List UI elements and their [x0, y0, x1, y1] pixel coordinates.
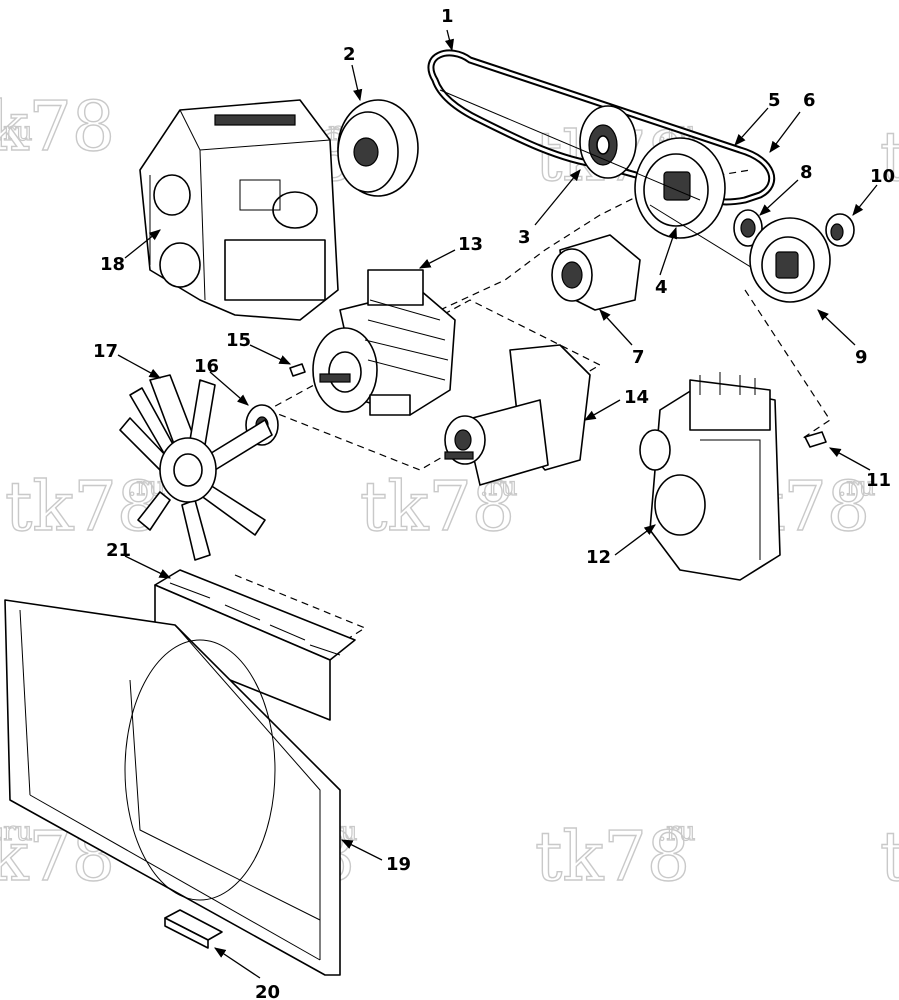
- crankshaft-pulley: [337, 99, 419, 197]
- idler-pulley: [579, 105, 637, 179]
- callout-2: 2: [343, 44, 356, 65]
- callout-1: 1: [441, 6, 454, 27]
- leader-lines: [117, 29, 878, 979]
- cooling-fan: [119, 374, 273, 561]
- shroud-bracket: [164, 909, 223, 949]
- callout-10: 10: [870, 166, 895, 187]
- callout-3: 3: [518, 227, 531, 248]
- callout-15: 15: [226, 330, 251, 351]
- callout-16: 16: [194, 356, 219, 377]
- callout-21: 21: [106, 540, 131, 561]
- watermark-suffix: .ru: [658, 817, 695, 847]
- watermark: tk78: [0, 88, 115, 167]
- callout-18: 18: [100, 254, 125, 275]
- drive-pulley: [439, 89, 781, 286]
- watermark-suffix: .ru: [838, 472, 875, 502]
- watermark: tk78: [880, 818, 899, 897]
- fan-shroud: [4, 599, 341, 976]
- watermark: tk78: [535, 818, 690, 897]
- callout-7: 7: [632, 347, 645, 368]
- callout-labels: 1 2 3 4 5 6 7 8 9 10 11 12 13 14 15 16 1…: [93, 6, 895, 1000]
- callout-6: 6: [803, 90, 816, 111]
- callout-5: 5: [768, 90, 781, 111]
- callout-20: 20: [255, 982, 280, 1000]
- compressor-key: [804, 431, 827, 448]
- compressor: [639, 372, 781, 581]
- callout-17: 17: [93, 341, 118, 362]
- watermark: tk78: [5, 468, 160, 547]
- electric-motor: [312, 269, 456, 416]
- callout-19: 19: [386, 854, 411, 875]
- alternator: [551, 234, 641, 311]
- callout-9: 9: [855, 347, 868, 368]
- callout-12: 12: [586, 547, 611, 568]
- callout-13: 13: [458, 234, 483, 255]
- callout-11: 11: [866, 470, 891, 491]
- watermark: tk78: [880, 118, 899, 197]
- engine: [139, 99, 339, 321]
- pulley-nut: [825, 213, 855, 247]
- watermark-suffix: .ru: [0, 117, 32, 147]
- callout-14: 14: [624, 387, 649, 408]
- shroud-top-panel: [154, 569, 356, 721]
- compressor-hub: [733, 209, 763, 247]
- motor-mount-bracket: [444, 344, 591, 486]
- callout-8: 8: [800, 162, 813, 183]
- watermark-suffix: .ru: [0, 817, 32, 847]
- fan-key: [289, 363, 306, 377]
- callout-4: 4: [655, 277, 668, 298]
- compressor-pulley: [749, 217, 831, 303]
